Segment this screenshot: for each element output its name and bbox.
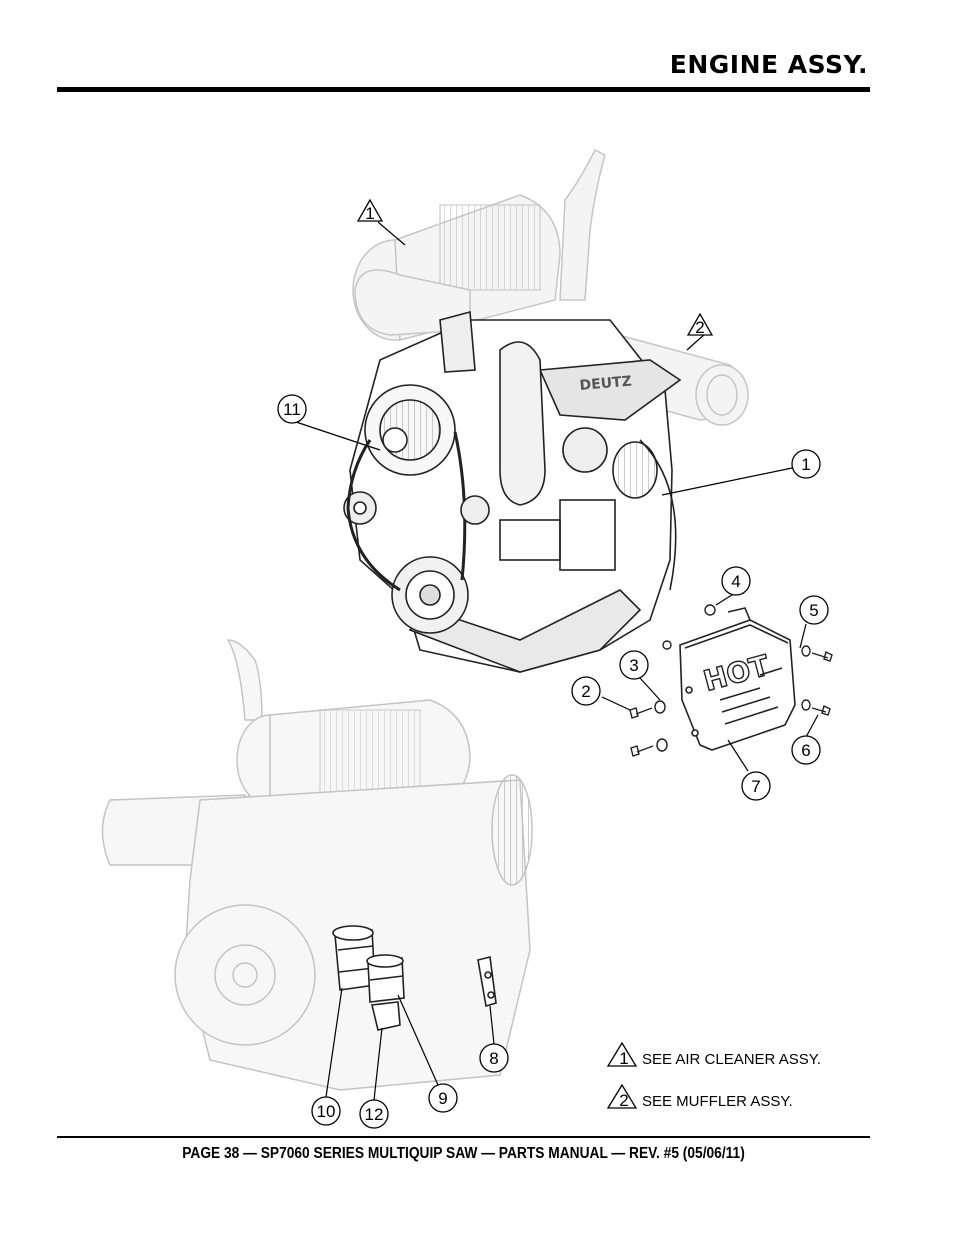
callout-3: 3 xyxy=(629,656,638,675)
callout-7: 7 xyxy=(751,777,760,796)
engine-main: DEUTZ xyxy=(343,310,682,673)
callout-12: 12 xyxy=(365,1105,384,1124)
callout-2: 2 xyxy=(581,682,590,701)
leader-lines xyxy=(292,221,819,1101)
heat-shield: HOT xyxy=(679,607,796,751)
page-footer: PAGE 38 — SP7060 SERIES MULTIQUIP SAW — … xyxy=(182,1145,745,1162)
header-rule xyxy=(57,87,870,92)
note-2-mark: 2 xyxy=(619,1091,628,1110)
callout-8: 8 xyxy=(489,1049,498,1068)
callout-9: 9 xyxy=(438,1089,447,1108)
hardware xyxy=(629,604,833,757)
callout-markers xyxy=(277,198,829,1129)
svg-text:DEUTZ: DEUTZ xyxy=(579,373,632,393)
engine-lower-ghost xyxy=(101,639,533,1091)
callout-4: 4 xyxy=(731,572,740,591)
air-cleaner-ghost xyxy=(352,148,606,341)
callout-10: 10 xyxy=(317,1102,336,1121)
callout-6: 6 xyxy=(801,741,810,760)
footer-rule xyxy=(57,1136,870,1138)
callout-labels: 1 2 11 1 4 5 3 2 6 7 8 9 10 12 1 2 xyxy=(283,204,819,1124)
callout-1-triangle: 1 xyxy=(365,204,374,223)
note-air-cleaner: SEE AIR CLEANER ASSY. xyxy=(642,1051,821,1068)
note-1-mark: 1 xyxy=(619,1049,628,1068)
callout-2-triangle: 2 xyxy=(695,318,704,337)
filters xyxy=(332,925,497,1031)
page-title: ENGINE ASSY. xyxy=(669,50,868,79)
callout-5: 5 xyxy=(809,601,818,620)
callout-1: 1 xyxy=(801,455,810,474)
callout-11: 11 xyxy=(283,400,301,419)
notes: SEE AIR CLEANER ASSY. SEE MUFFLER ASSY. xyxy=(642,1051,821,1110)
note-muffler: SEE MUFFLER ASSY. xyxy=(642,1093,793,1110)
